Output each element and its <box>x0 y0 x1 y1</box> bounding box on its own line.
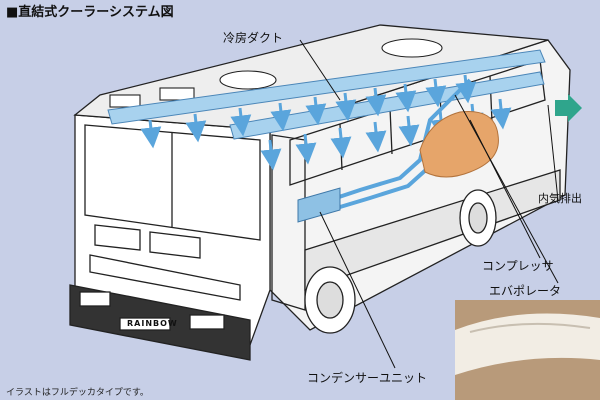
image-caption: イラストはフルデッカタイプです。 <box>6 388 149 398</box>
evaporator-unit <box>419 110 499 178</box>
bus-nameplate: RAINBOW <box>127 319 178 328</box>
inset-photo <box>455 300 600 400</box>
label-compressor: コンプレッサ <box>482 259 554 273</box>
exhaust-arrow <box>555 94 582 122</box>
condenser-unit <box>297 187 341 223</box>
page-title: ■直結式クーラーシステム図 <box>6 5 174 20</box>
label-evaporator: エバポレータ <box>489 284 562 298</box>
label-cooling-duct: 冷房ダクト <box>223 31 284 45</box>
roof-ac-units <box>109 38 443 108</box>
leader-lines <box>299 39 559 369</box>
label-exhaust: 内気排出 <box>538 192 582 205</box>
label-condenser-unit: コンデンサーユニット <box>307 371 428 385</box>
